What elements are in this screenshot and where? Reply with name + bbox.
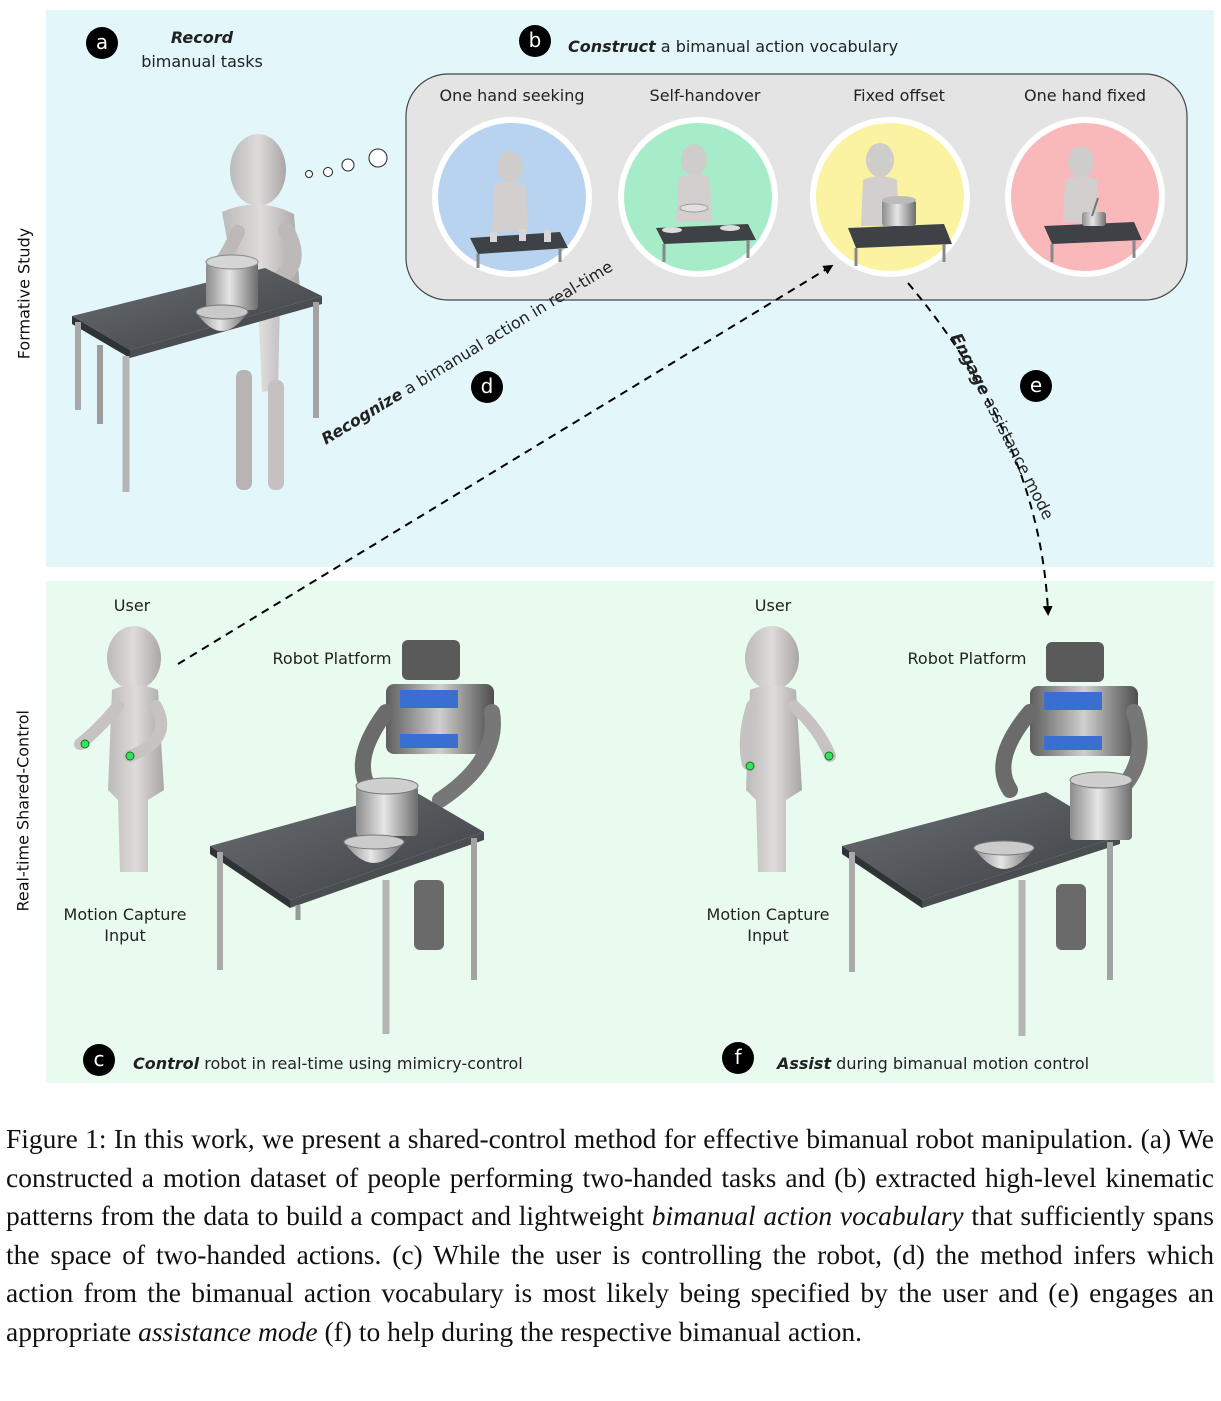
vocab-circle-self-handover — [618, 117, 778, 277]
robot-scene-left — [210, 640, 501, 1034]
vocab-circle-fixed-offset — [810, 117, 970, 277]
figure-caption: Figure 1: In this work, we present a sha… — [6, 1123, 1214, 1347]
vocab-circle-one-hand-fixed — [1005, 117, 1165, 277]
thought-bubbles — [305, 148, 388, 178]
robot-scene-right — [842, 642, 1148, 1036]
recognize-arrow — [177, 264, 834, 665]
mocap-marker-right-hand-2 — [824, 751, 834, 761]
record-scene-figure — [72, 134, 322, 492]
figure-illustration — [46, 10, 1214, 1083]
vocab-circle-one-hand-seeking — [432, 117, 592, 277]
mocap-marker-left-hand — [80, 739, 90, 749]
mocap-marker-left-hand-2 — [745, 761, 755, 771]
vocabulary-box — [405, 73, 1188, 301]
mocap-marker-right-hand — [125, 751, 135, 761]
user-figure-right — [739, 626, 836, 872]
user-figure-left — [74, 626, 168, 872]
